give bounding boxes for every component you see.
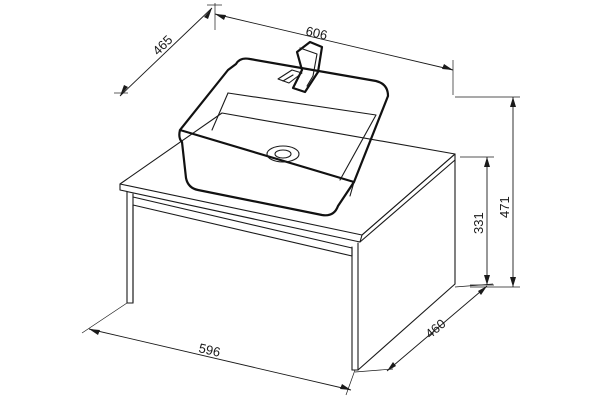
- label-596: 596: [197, 340, 222, 359]
- label-606: 606: [304, 23, 329, 42]
- dimension-606: 606: [214, 3, 454, 95]
- dimension-471: 471: [455, 96, 520, 288]
- cabinet: [126, 159, 456, 371]
- faucet: [277, 40, 324, 94]
- label-471: 471: [497, 196, 512, 218]
- label-465: 465: [150, 32, 176, 58]
- vessel-sink: [178, 57, 390, 217]
- dimension-596: 596: [81, 302, 356, 396]
- dimension-331: 331: [460, 156, 494, 286]
- dimension-465: 465: [114, 4, 222, 97]
- drawer-front: [132, 196, 353, 303]
- label-331: 331: [471, 212, 486, 234]
- countertop: [119, 112, 456, 243]
- dimension-460: 460: [354, 283, 494, 373]
